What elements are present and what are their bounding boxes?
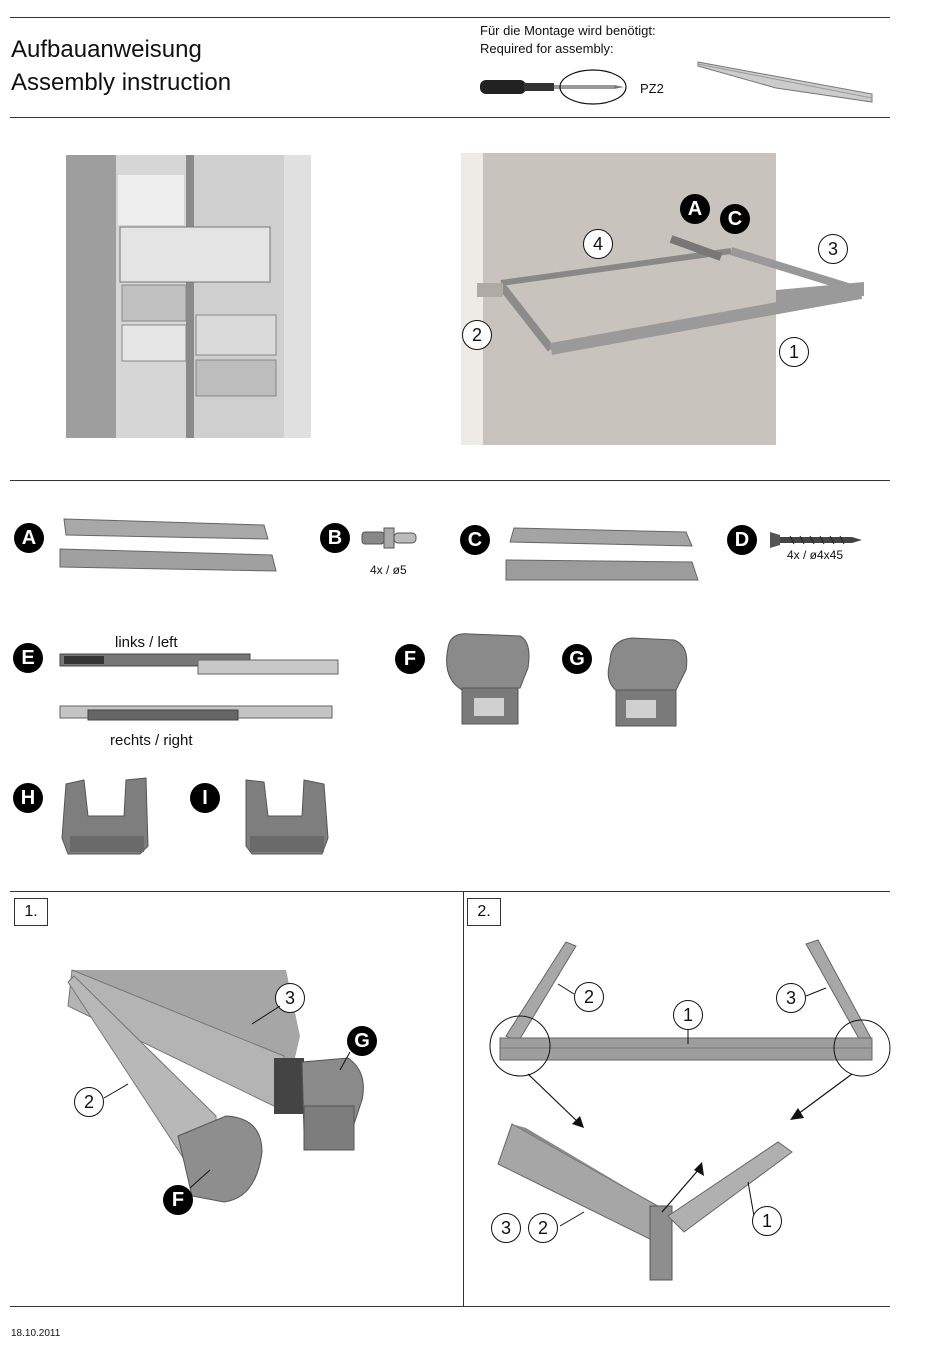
step-2-detail-callout-3: 3 (491, 1213, 521, 1243)
step-2-callout-1: 1 (673, 1000, 703, 1030)
step-2-callout-2: 2 (574, 982, 604, 1012)
step-2-detail-callout-1: 1 (752, 1206, 782, 1236)
document-date: 18.10.2011 (11, 1328, 60, 1339)
bottom-rule (10, 1306, 890, 1307)
step-2-detail-callout-2: 2 (528, 1213, 558, 1243)
step-2-callout-3: 3 (776, 983, 806, 1013)
